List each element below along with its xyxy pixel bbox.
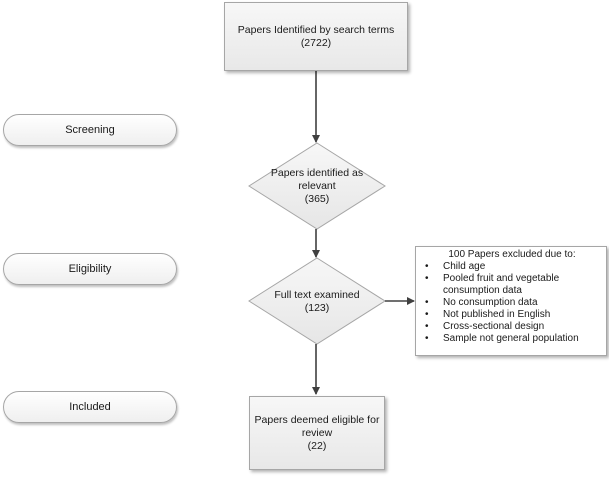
stage-screening: Screening: [3, 114, 177, 146]
relevant-text-2: relevant: [298, 179, 336, 192]
relevant-diamond: [248, 142, 386, 230]
eligible-count: (22): [307, 439, 327, 452]
identified-count: (2722): [300, 36, 332, 49]
exclusion-item: Cross-sectional design: [422, 321, 602, 333]
identified-text: Papers Identified by search terms: [237, 23, 395, 36]
stage-eligibility-label: Eligibility: [68, 263, 112, 275]
eligible-text-2: review: [301, 426, 333, 439]
eligible-text-1: Papers deemed eligible for: [254, 413, 380, 426]
identified-box: Papers Identified by search terms (2722): [224, 2, 408, 71]
exclusion-item: Sample not general population: [422, 333, 602, 345]
exclusion-title: 100 Papers excluded due to:: [448, 249, 576, 260]
fulltext-count: (123): [304, 302, 330, 314]
fulltext-diamond: [248, 257, 386, 345]
eligible-box: Papers deemed eligible for review (22): [249, 396, 385, 470]
exclusion-item: Pooled fruit and vegetable consumption d…: [422, 273, 602, 297]
stage-included-label: Included: [69, 401, 111, 413]
exclusion-list: Child age Pooled fruit and vegetable con…: [422, 261, 602, 345]
relevant-label: Papers identified as relevant (365): [259, 163, 375, 209]
relevant-text-1: Papers identified as: [270, 166, 364, 179]
fulltext-label: Full text examined (123): [259, 286, 375, 318]
stage-screening-label: Screening: [65, 124, 115, 136]
exclusion-item: Child age: [422, 261, 602, 273]
stage-eligibility: Eligibility: [3, 253, 177, 285]
fulltext-text: Full text examined: [274, 289, 360, 301]
stage-included: Included: [3, 391, 177, 423]
exclusion-box: 100 Papers excluded due to: Child age Po…: [415, 246, 607, 356]
relevant-count: (365): [304, 192, 330, 205]
exclusion-item: No consumption data: [422, 297, 602, 309]
exclusion-item: Not published in English: [422, 309, 602, 321]
